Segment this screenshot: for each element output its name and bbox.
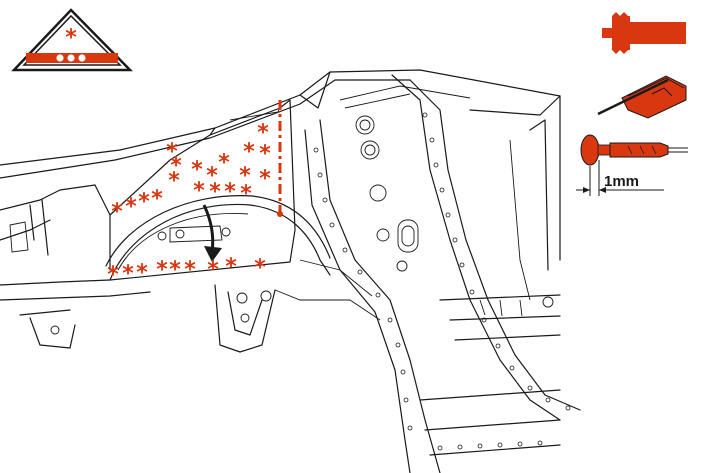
chisel-icon bbox=[597, 75, 687, 119]
rivet-dots bbox=[313, 112, 571, 431]
spot-weld-marker: * bbox=[240, 182, 252, 207]
spot-weld-marker: * bbox=[225, 255, 237, 280]
removal-direction-arrow bbox=[202, 204, 222, 262]
spot-weld-marker: * bbox=[184, 258, 196, 283]
spot-weld-marker: * bbox=[170, 154, 182, 179]
spot-weld-marker: * bbox=[206, 164, 218, 189]
spot-weld-marker: * bbox=[191, 158, 203, 183]
spot-weld-marker: * bbox=[193, 179, 205, 204]
spot-weld-marker: * bbox=[138, 190, 150, 215]
depth-label: 1mm bbox=[604, 173, 639, 190]
spot-weld-marker: * bbox=[207, 258, 219, 283]
pillar-holes bbox=[355, 115, 419, 272]
spot-weld-marker: * bbox=[224, 180, 236, 205]
spot-weld-marker: * bbox=[156, 258, 168, 283]
weld-seam-line bbox=[277, 100, 283, 217]
spot-weld-marker: * bbox=[259, 167, 271, 192]
spot-weld-marker: * bbox=[239, 164, 251, 189]
spot-weld-marker: * bbox=[151, 187, 163, 212]
spot-weld-markers: **************************** bbox=[107, 121, 271, 288]
spot-weld-cutter-icon bbox=[602, 12, 686, 54]
spot-weld-marker: * bbox=[257, 121, 269, 146]
spot-weld-marker: * bbox=[209, 180, 221, 205]
spot-weld-marker: * bbox=[136, 261, 148, 286]
spot-weld-marker: * bbox=[125, 195, 137, 220]
spot-weld-marker: * bbox=[107, 263, 119, 288]
spot-weld-marker: * bbox=[218, 151, 230, 176]
legend-star: * bbox=[65, 26, 77, 51]
bracket-bolts bbox=[157, 225, 231, 243]
spot-weld-marker: * bbox=[243, 140, 255, 165]
spot-weld-symbol-triangle-icon: * bbox=[11, 8, 133, 72]
spot-weld-marker: * bbox=[169, 258, 181, 283]
spot-weld-marker: * bbox=[122, 262, 134, 287]
spot-weld-marker: * bbox=[166, 140, 178, 165]
spot-weld-marker: * bbox=[168, 169, 180, 194]
vehicle-body-rear-quarter-inner-panel bbox=[0, 69, 581, 473]
spot-weld-marker: * bbox=[111, 200, 123, 225]
drill-bit-icon bbox=[576, 134, 688, 196]
spot-weld-marker: * bbox=[254, 256, 266, 281]
spot-weld-marker: * bbox=[259, 142, 271, 167]
